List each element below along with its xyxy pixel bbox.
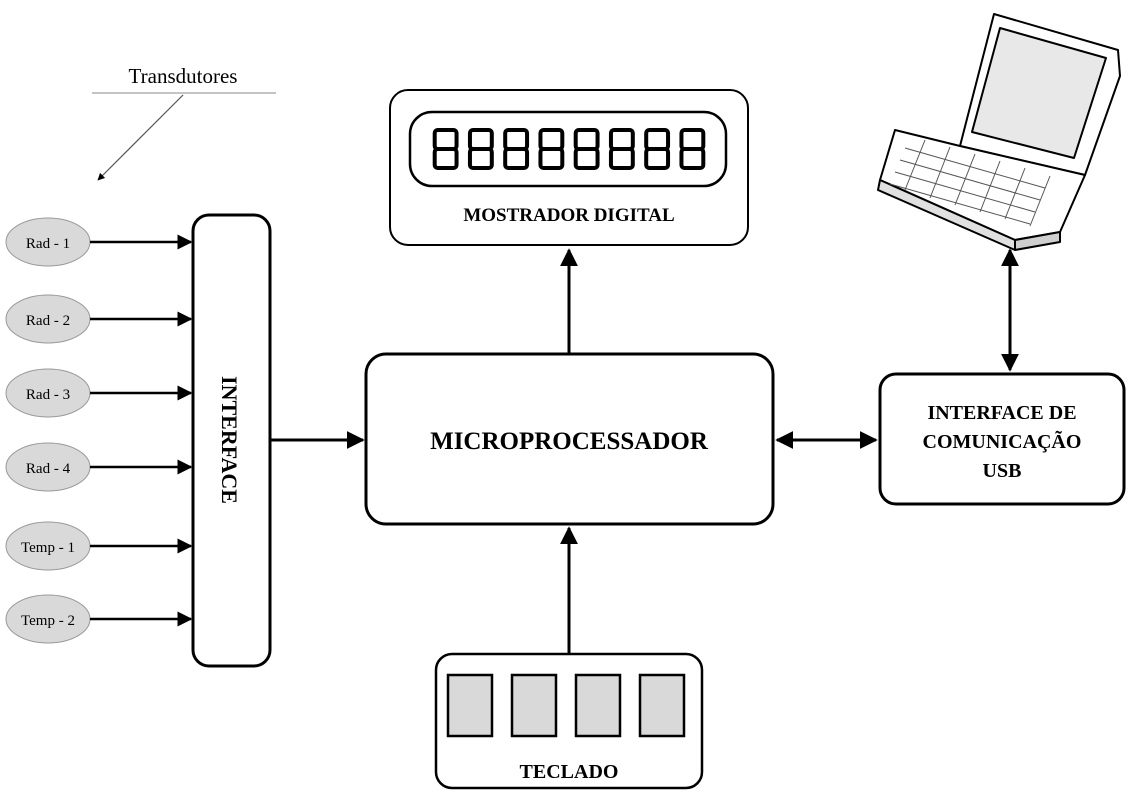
usb-label-line-1: INTERFACE DE bbox=[927, 402, 1076, 424]
transducer-temp-1: Temp - 1 bbox=[5, 521, 91, 571]
transducer-label: Rad - 2 bbox=[26, 313, 70, 329]
seven-segment-digit bbox=[467, 128, 494, 170]
seven-segment-digit bbox=[679, 128, 706, 170]
seven-segment-digit bbox=[608, 128, 635, 170]
seven-segment-digit-icon bbox=[432, 128, 706, 170]
usb-interface-block: INTERFACE DE COMUNICAÇÃO USB bbox=[878, 372, 1126, 506]
usb-label-line-3: USB bbox=[983, 460, 1022, 482]
usb-label-line-2: COMUNICAÇÃO bbox=[923, 430, 1082, 453]
caption-leader-arrow bbox=[97, 94, 184, 181]
transducer-rad-3: Rad - 3 bbox=[5, 368, 91, 418]
keyboard-key-icon bbox=[510, 673, 558, 738]
transducer-temp-2: Temp - 2 bbox=[5, 594, 91, 644]
transducer-label: Temp - 1 bbox=[21, 540, 75, 556]
transducer-label: Temp - 2 bbox=[21, 613, 75, 629]
interface-label: INTERFACE bbox=[217, 376, 242, 504]
microprocessor-block: MICROPROCESSADOR bbox=[364, 352, 775, 526]
seven-segment-digit bbox=[503, 128, 530, 170]
transducer-rad-1: Rad - 1 bbox=[5, 217, 91, 267]
microprocessor-label: MICROPROCESSADOR bbox=[430, 428, 709, 455]
transducer-label: Rad - 1 bbox=[26, 236, 70, 252]
seven-segment-digit bbox=[644, 128, 671, 170]
keyboard-key-icon bbox=[574, 673, 622, 738]
laptop-icon bbox=[877, 13, 1121, 251]
display-block: MOSTRADOR DIGITAL bbox=[389, 89, 749, 246]
keyboard-label: TECLADO bbox=[520, 761, 619, 783]
transducer-arrows bbox=[90, 234, 193, 627]
seven-segment-digit bbox=[538, 128, 565, 170]
transducer-label: Rad - 4 bbox=[26, 461, 71, 477]
keyboard-block: TECLADO bbox=[434, 652, 704, 790]
transducer-rad-2: Rad - 2 bbox=[5, 294, 91, 344]
transducer-label: Rad - 3 bbox=[26, 387, 70, 403]
transducers-caption: Transdutores bbox=[129, 64, 238, 88]
transducer-rad-4: Rad - 4 bbox=[5, 442, 91, 492]
interface-block: INTERFACE bbox=[191, 213, 272, 668]
seven-segment-digit bbox=[432, 128, 459, 170]
keyboard-key-icon bbox=[638, 673, 686, 738]
keyboard-key-icon bbox=[446, 673, 494, 738]
seven-segment-digit bbox=[573, 128, 600, 170]
display-label: MOSTRADOR DIGITAL bbox=[463, 205, 674, 226]
